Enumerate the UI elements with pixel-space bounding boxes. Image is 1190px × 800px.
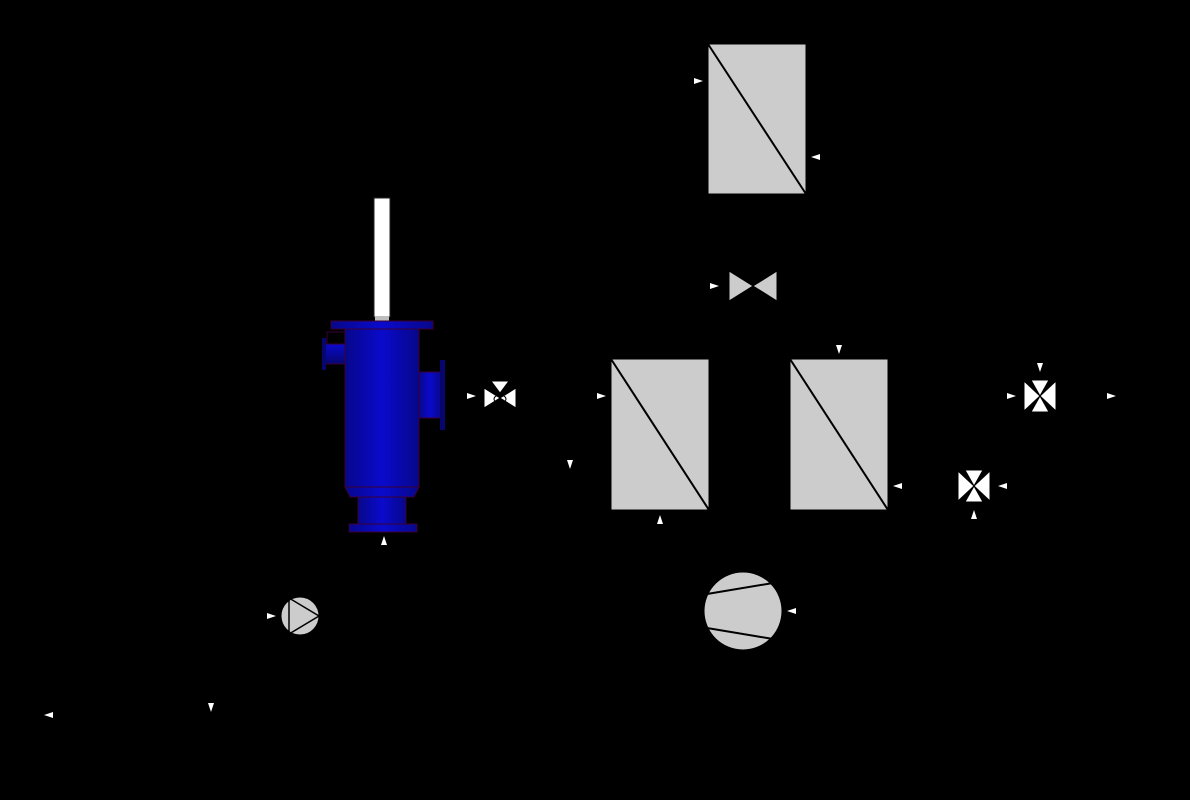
vessel-icon (322, 320, 445, 533)
arrow-down-icon (836, 345, 842, 354)
port-markers (44, 78, 1116, 718)
arrow-up-icon (381, 536, 387, 545)
arrow-right-icon (1007, 393, 1016, 399)
arrow-left-icon (787, 608, 796, 614)
arrow-left-icon (44, 712, 53, 718)
four-way-valve-right[interactable] (1023, 379, 1057, 413)
stack-collar (375, 316, 389, 321)
centrifugal-pump[interactable] (280, 596, 321, 636)
control-valve-icon (483, 380, 517, 409)
arrow-right-icon (694, 78, 703, 84)
arrow-up-icon (971, 510, 977, 519)
compressor-icon (703, 571, 783, 651)
heat-exchanger-middle-left[interactable] (610, 358, 710, 511)
gate-valve-top[interactable] (728, 270, 778, 302)
arrow-right-icon (597, 393, 606, 399)
arrow-left-icon (998, 483, 1007, 489)
compressor[interactable] (703, 571, 783, 651)
exhaust-stack[interactable] (373, 197, 391, 321)
arrow-down-icon (567, 460, 573, 469)
arrow-left-icon (893, 483, 902, 489)
arrow-left-icon (811, 154, 820, 160)
separator-vessel[interactable] (322, 320, 445, 533)
arrow-down-icon (1037, 363, 1043, 372)
arrow-right-icon (710, 283, 719, 289)
arrow-right-icon (467, 393, 476, 399)
heat-exchanger-top[interactable] (707, 43, 807, 195)
pump-icon (280, 596, 321, 636)
exchanger-diagonal (707, 43, 807, 195)
four-way-valve-icon (1023, 379, 1057, 413)
arrow-down-icon (208, 703, 214, 712)
arrow-right-icon (1107, 393, 1116, 399)
four-way-valve-icon (957, 469, 991, 503)
exchanger-diagonal (610, 358, 710, 511)
gate-valve-icon (728, 270, 778, 302)
exchanger-diagonal (789, 358, 889, 511)
four-way-valve-lower[interactable] (957, 469, 991, 503)
heat-exchanger-middle-right[interactable] (789, 358, 889, 511)
arrow-up-icon (657, 515, 663, 524)
control-valve-left[interactable] (483, 380, 517, 409)
arrow-right-icon (267, 613, 276, 619)
stack-icon (373, 197, 391, 318)
